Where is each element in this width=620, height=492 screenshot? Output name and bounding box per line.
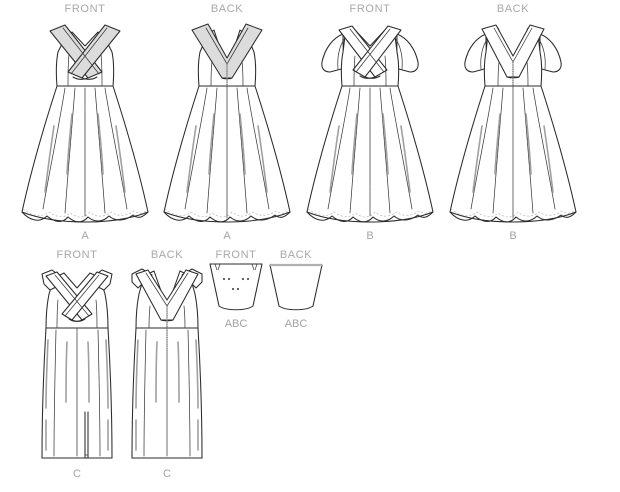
figure-view-b-back: BACK B <box>438 3 588 242</box>
caption-view-c-front-view: C <box>73 468 81 480</box>
caption-view-b-back-view: B <box>509 230 517 242</box>
caption-view-a-back-view: A <box>223 230 231 242</box>
view-a-back-drawing <box>163 23 291 223</box>
view-c-back-drawing <box>131 268 203 459</box>
view-b-back-drawing <box>449 24 577 223</box>
pattern-piece-front-abc: FRONT ABC <box>206 249 266 330</box>
caption-piece-front-abc-view: ABC <box>224 318 248 330</box>
caption-view-a-back-orientation: BACK <box>210 3 244 15</box>
view-b-front-drawing <box>306 25 434 223</box>
pattern-piece-back-abc: BACK ABC <box>266 249 326 330</box>
figure-view-c-front: FRONT C <box>22 249 132 480</box>
pattern-piece-back-abc-drawing <box>269 263 323 311</box>
caption-piece-back-abc-orientation: BACK <box>279 249 313 261</box>
caption-view-b-front-orientation: FRONT <box>349 3 391 15</box>
caption-view-a-front-orientation: FRONT <box>64 3 106 15</box>
figure-view-a-front: FRONT A <box>10 3 160 242</box>
caption-view-b-back-orientation: BACK <box>496 3 530 15</box>
figure-view-b-front: FRONT B <box>295 3 445 242</box>
caption-view-c-back-view: C <box>163 468 171 480</box>
pattern-piece-front-abc-drawing <box>209 263 263 311</box>
caption-view-c-front-orientation: FRONT <box>56 249 98 261</box>
figure-view-c-back: BACK C <box>112 249 222 480</box>
caption-view-a-front-view: A <box>81 230 89 242</box>
figure-view-a-back: BACK A <box>152 3 302 242</box>
view-a-front-drawing <box>21 24 149 223</box>
caption-piece-front-abc-orientation: FRONT <box>215 249 257 261</box>
view-c-front-drawing <box>41 269 113 459</box>
caption-piece-back-abc-view: ABC <box>284 318 308 330</box>
caption-view-c-back-orientation: BACK <box>150 249 184 261</box>
caption-view-b-front-view: B <box>366 230 374 242</box>
